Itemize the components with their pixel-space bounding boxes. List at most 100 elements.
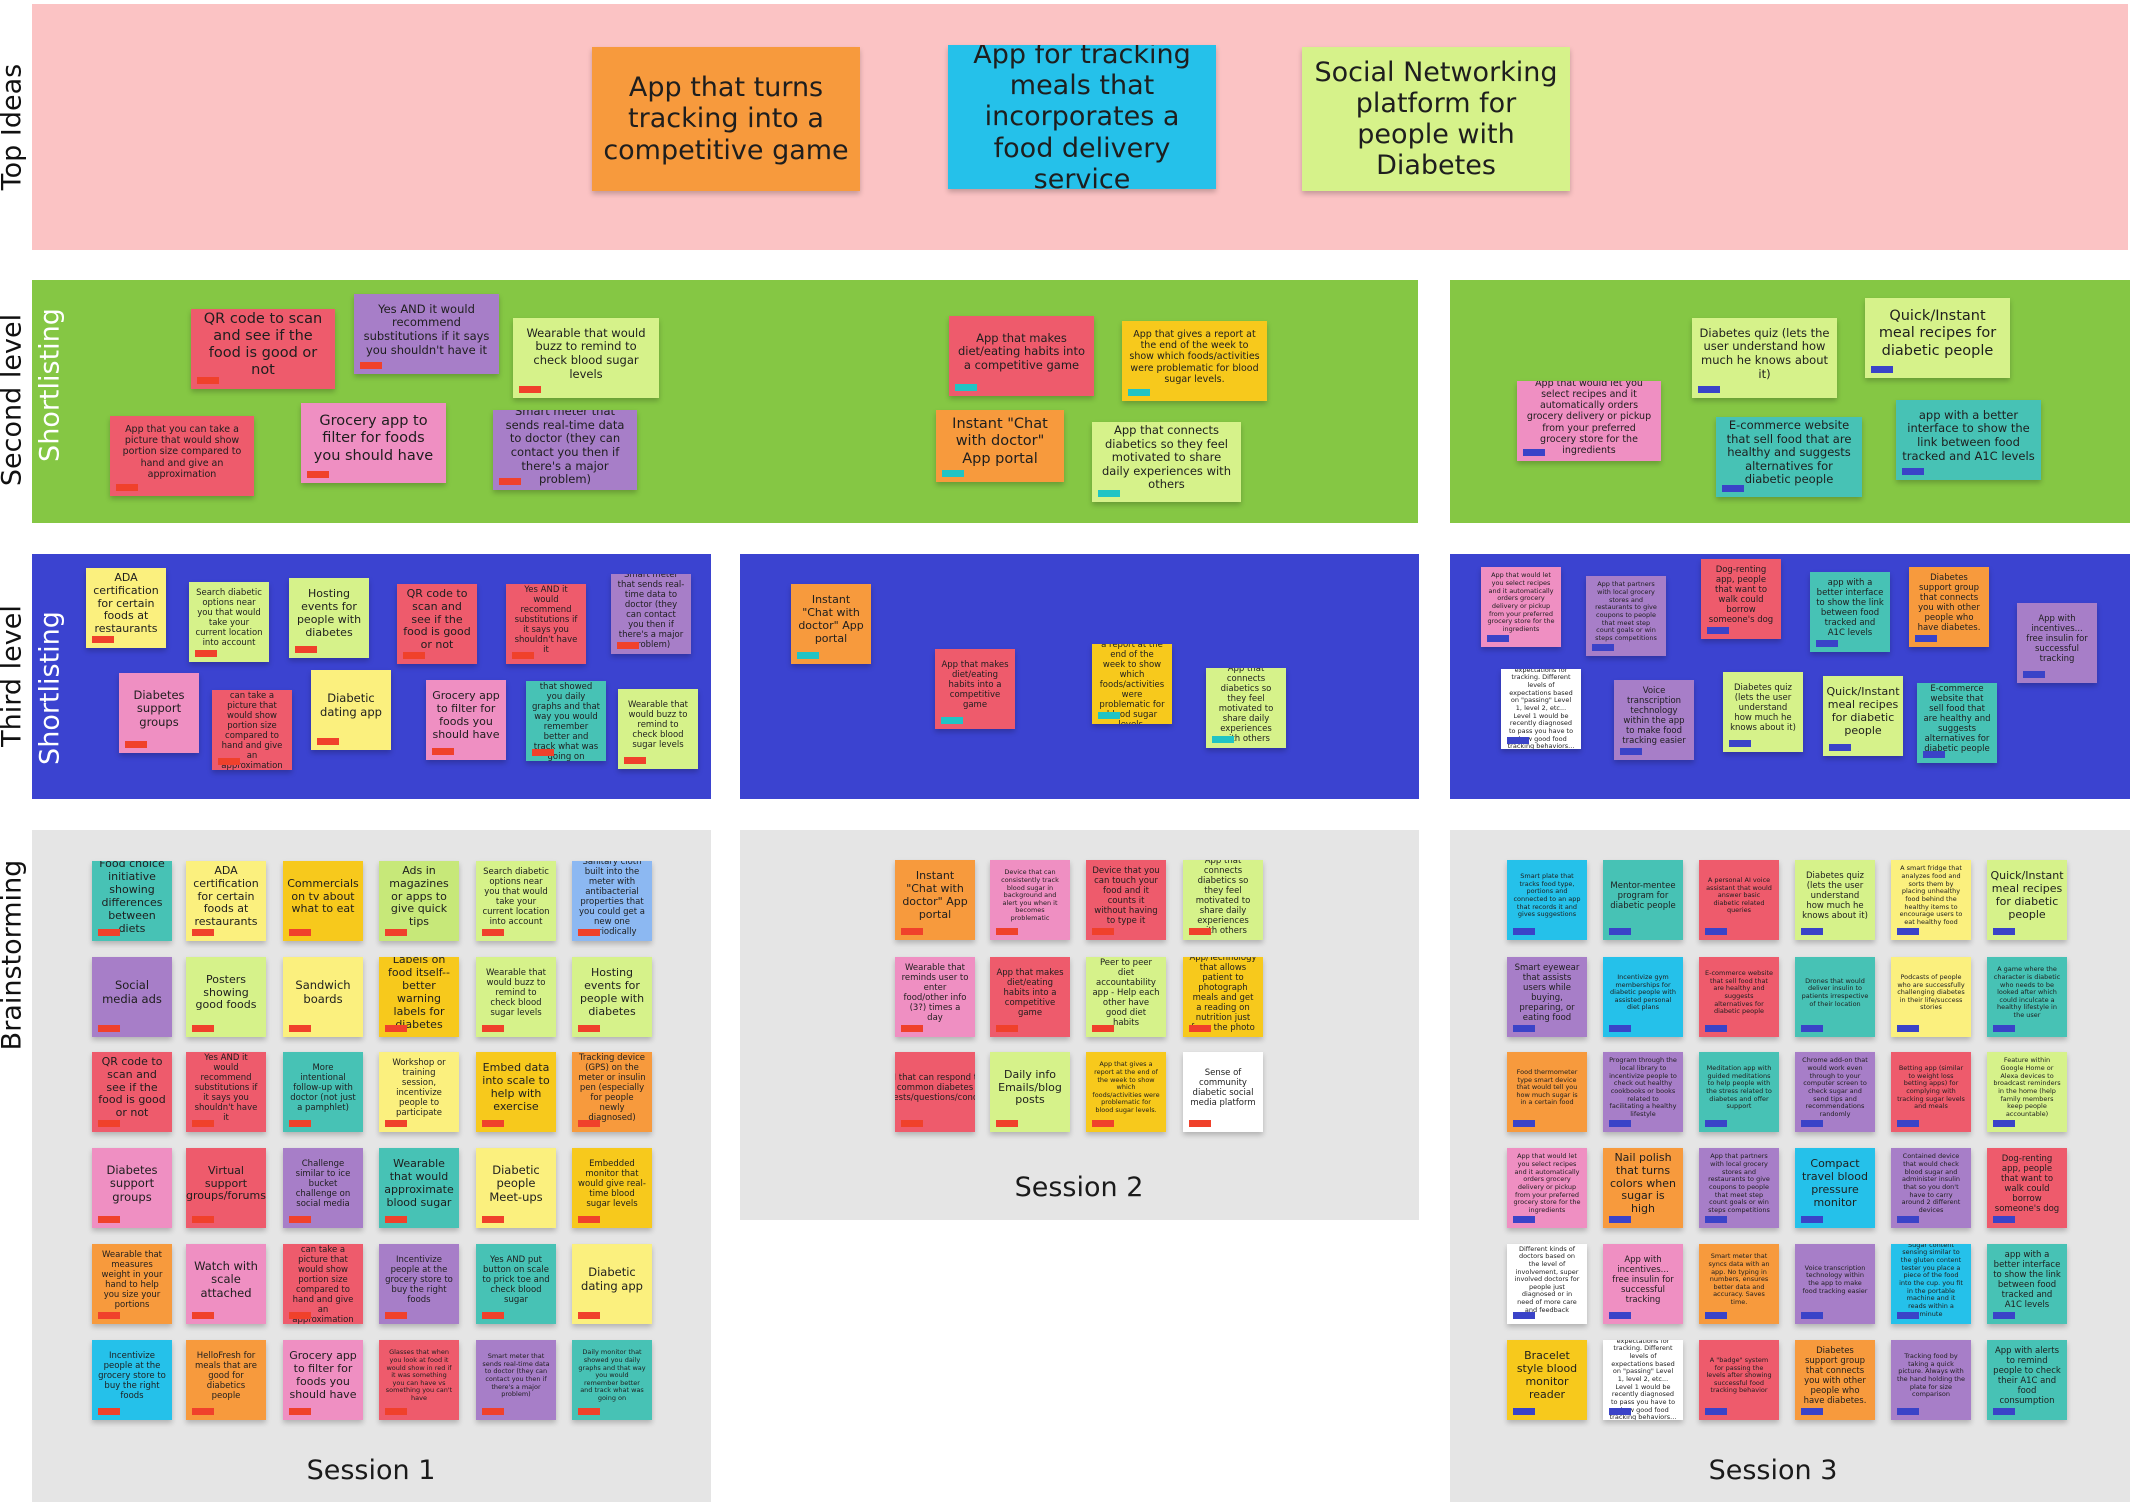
sticky-note-b3[interactable]: Commercials on tv about what to eat bbox=[283, 861, 363, 941]
sticky-note-d16[interactable]: Chrome add-on that would work even throu… bbox=[1795, 1052, 1875, 1132]
sticky-note-d11[interactable]: Podcasts of people who are successfully … bbox=[1891, 957, 1971, 1037]
sticky-note-s7[interactable]: App that makes diet/eating habits into a… bbox=[949, 316, 1094, 396]
sticky-note-h23[interactable]: Scaffolded expectations for tracking. Di… bbox=[1501, 669, 1581, 749]
sticky-note-d25[interactable]: Different kinds of doctors based on the … bbox=[1507, 1244, 1587, 1324]
sticky-note-h19[interactable]: Dog-renting app, people that want to wal… bbox=[1701, 559, 1781, 639]
sticky-note-d8[interactable]: Incentivize gym memberships for diabetic… bbox=[1603, 957, 1683, 1037]
sticky-note-b15[interactable]: More intentional follow-up with doctor (… bbox=[283, 1052, 363, 1132]
sticky-note-h9[interactable]: Diabetic dating app bbox=[311, 670, 391, 750]
sticky-note-d14[interactable]: Program through the local library to inc… bbox=[1603, 1052, 1683, 1132]
sticky-note-h25[interactable]: Diabetes quiz (lets the user understand … bbox=[1723, 672, 1803, 752]
sticky-note-b36[interactable]: Daily monitor that showed you daily grap… bbox=[572, 1340, 652, 1420]
sticky-note-d32[interactable]: Scaffolded expectations for tracking. Di… bbox=[1603, 1340, 1683, 1420]
sticky-note-d26[interactable]: App with incentives... free insulin for … bbox=[1603, 1244, 1683, 1324]
sticky-note-h12[interactable]: Wearable that would buzz to remind to ch… bbox=[618, 689, 698, 769]
sticky-note-b1[interactable]: Food choice initiative showing differenc… bbox=[92, 861, 172, 941]
sticky-note-s12[interactable]: Diabetes quiz (lets the user understand … bbox=[1692, 318, 1837, 398]
sticky-note-h17[interactable]: App that would let you select recipes an… bbox=[1481, 567, 1561, 647]
sticky-note-d31[interactable]: Bracelet style blood monitor reader bbox=[1507, 1340, 1587, 1420]
sticky-note-h14[interactable]: App that makes diet/eating habits into a… bbox=[935, 649, 1015, 729]
sticky-note-d33[interactable]: A "badge" system for passing the levels … bbox=[1699, 1340, 1779, 1420]
sticky-note-s11[interactable]: App that would let you select recipes an… bbox=[1517, 381, 1661, 461]
sticky-note-b14[interactable]: Yes AND it would recommend substitutions… bbox=[186, 1052, 266, 1132]
sticky-note-d6[interactable]: Quick/Instant meal recipes for diabetic … bbox=[1987, 860, 2067, 940]
sticky-note-c2[interactable]: Device that can consistently track blood… bbox=[990, 860, 1070, 940]
sticky-note-c5[interactable]: Wearable that reminds user to enter food… bbox=[895, 957, 975, 1037]
sticky-note-b18[interactable]: Tracking device (GPS) on the meter or in… bbox=[572, 1052, 652, 1132]
sticky-note-b2[interactable]: ADA certification for certain foods at r… bbox=[186, 861, 266, 941]
sticky-note-h27[interactable]: E-commerce website that sell food that a… bbox=[1917, 683, 1997, 763]
sticky-note-h20[interactable]: app with a better interface to show the … bbox=[1810, 572, 1890, 652]
sticky-note-h26[interactable]: Quick/Instant meal recipes for diabetic … bbox=[1823, 676, 1903, 756]
sticky-note-b34[interactable]: Glasses that when you look at food it wo… bbox=[379, 1340, 459, 1420]
sticky-note-h4[interactable]: QR code to scan and see if the food is g… bbox=[397, 584, 477, 664]
sticky-note-b26[interactable]: Watch with scale attached bbox=[186, 1244, 266, 1324]
sticky-note-s4[interactable]: App that you can take a picture that wou… bbox=[110, 416, 254, 496]
sticky-note-t2[interactable]: App for tracking meals that incorporates… bbox=[948, 45, 1216, 189]
sticky-note-c3[interactable]: Device that you can touch your food and … bbox=[1086, 860, 1166, 940]
sticky-note-d15[interactable]: Meditation app with guided meditations t… bbox=[1699, 1052, 1779, 1132]
sticky-note-d27[interactable]: Smart meter that syncs data with an app.… bbox=[1699, 1244, 1779, 1324]
sticky-note-d28[interactable]: Voice transcription technology within th… bbox=[1795, 1244, 1875, 1324]
sticky-note-h7[interactable]: Diabetes support groups bbox=[119, 673, 199, 753]
sticky-note-d1[interactable]: Smart plate that tracks food type, porti… bbox=[1507, 860, 1587, 940]
sticky-note-t3[interactable]: Social Networking platform for people wi… bbox=[1302, 47, 1570, 191]
sticky-note-b13[interactable]: QR code to scan and see if the food is g… bbox=[92, 1052, 172, 1132]
sticky-note-b11[interactable]: Wearable that would buzz to remind to ch… bbox=[476, 957, 556, 1037]
sticky-note-d22[interactable]: Compact travel blood pressure monitor bbox=[1795, 1148, 1875, 1228]
sticky-note-d4[interactable]: Diabetes quiz (lets the user understand … bbox=[1795, 860, 1875, 940]
sticky-note-b25[interactable]: Wearable that measures weight in your ha… bbox=[92, 1244, 172, 1324]
sticky-note-h8[interactable]: App that you can take a picture that wou… bbox=[212, 690, 292, 770]
sticky-note-b28[interactable]: Incentivize people at the grocery store … bbox=[379, 1244, 459, 1324]
sticky-note-d29[interactable]: Sugar content sensing similar to the glu… bbox=[1891, 1244, 1971, 1324]
sticky-note-b19[interactable]: Diabetes support groups bbox=[92, 1148, 172, 1228]
sticky-note-b21[interactable]: Challenge similar to ice bucket challeng… bbox=[283, 1148, 363, 1228]
sticky-note-c6[interactable]: App that makes diet/eating habits into a… bbox=[990, 957, 1070, 1037]
sticky-note-b29[interactable]: Yes AND put button on scale to prick toe… bbox=[476, 1244, 556, 1324]
sticky-note-s10[interactable]: App that connects diabetics so they feel… bbox=[1092, 422, 1241, 502]
sticky-note-b9[interactable]: Sandwich boards bbox=[283, 957, 363, 1037]
sticky-note-b30[interactable]: Diabetic dating app bbox=[572, 1244, 652, 1324]
sticky-note-c1[interactable]: Instant "Chat with doctor" App portal bbox=[895, 860, 975, 940]
sticky-note-h18[interactable]: App that partners with local grocery sto… bbox=[1586, 576, 1666, 656]
sticky-note-b6[interactable]: Sanitary cloth built into the meter with… bbox=[572, 861, 652, 941]
sticky-note-b22[interactable]: Wearable that would approximate blood su… bbox=[379, 1148, 459, 1228]
sticky-note-c11[interactable]: App that gives a report at the end of th… bbox=[1086, 1052, 1166, 1132]
sticky-note-b33[interactable]: Grocery app to filter for foods you shou… bbox=[283, 1340, 363, 1420]
sticky-note-b32[interactable]: HelloFresh for meals that are good for d… bbox=[186, 1340, 266, 1420]
sticky-note-c9[interactable]: AI that can respond to common diabetes r… bbox=[895, 1052, 975, 1132]
sticky-note-d36[interactable]: App with alerts to remind people to chec… bbox=[1987, 1340, 2067, 1420]
sticky-note-h22[interactable]: App with incentives... free insulin for … bbox=[2017, 603, 2097, 683]
sticky-note-d21[interactable]: App that partners with local grocery sto… bbox=[1699, 1148, 1779, 1228]
sticky-note-h21[interactable]: Diabetes support group that connects you… bbox=[1909, 567, 1989, 647]
sticky-note-h6[interactable]: Smart meter that sends real-time data to… bbox=[611, 574, 691, 654]
sticky-note-b10[interactable]: Labels on food itself--better warning la… bbox=[379, 957, 459, 1037]
sticky-note-b20[interactable]: Virtual support groups/forums bbox=[186, 1148, 266, 1228]
sticky-note-d12[interactable]: A game where the character is diabetic w… bbox=[1987, 957, 2067, 1037]
sticky-note-c8[interactable]: App/Technology that allows patient to ph… bbox=[1183, 957, 1263, 1037]
sticky-note-h15[interactable]: App that gives a report at the end of th… bbox=[1092, 644, 1172, 724]
sticky-note-s13[interactable]: Quick/Instant meal recipes for diabetic … bbox=[1865, 298, 2010, 378]
sticky-note-d34[interactable]: Diabetes support group that connects you… bbox=[1795, 1340, 1875, 1420]
sticky-note-d19[interactable]: App that would let you select recipes an… bbox=[1507, 1148, 1587, 1228]
sticky-note-h24[interactable]: Voice transcription technology within th… bbox=[1614, 680, 1694, 760]
sticky-note-c12[interactable]: Sense of community diabetic social media… bbox=[1183, 1052, 1263, 1132]
sticky-note-s1[interactable]: QR code to scan and see if the food is g… bbox=[191, 309, 335, 389]
sticky-note-h3[interactable]: Hosting events for people with diabetes bbox=[289, 578, 369, 658]
sticky-note-d7[interactable]: Smart eyewear that assists users while b… bbox=[1507, 957, 1587, 1037]
sticky-note-d9[interactable]: E-commerce website that sell food that a… bbox=[1699, 957, 1779, 1037]
sticky-note-h13[interactable]: Instant "Chat with doctor" App portal bbox=[791, 584, 871, 664]
sticky-note-s2[interactable]: Yes AND it would recommend substitutions… bbox=[354, 294, 499, 374]
sticky-note-d24[interactable]: Dog-renting app, people that want to wal… bbox=[1987, 1148, 2067, 1228]
sticky-note-c7[interactable]: Peer to peer diet accountability app - H… bbox=[1086, 957, 1166, 1037]
sticky-note-d13[interactable]: Food thermometer type smart device that … bbox=[1507, 1052, 1587, 1132]
sticky-note-b35[interactable]: Smart meter that sends real-time data to… bbox=[476, 1340, 556, 1420]
sticky-note-b31[interactable]: Incentivize people at the grocery store … bbox=[92, 1340, 172, 1420]
sticky-note-b8[interactable]: Posters showing good foods bbox=[186, 957, 266, 1037]
sticky-note-b5[interactable]: Search diabetic options near you that wo… bbox=[476, 861, 556, 941]
sticky-note-b16[interactable]: Workshop or training session, incentiviz… bbox=[379, 1052, 459, 1132]
sticky-note-d2[interactable]: Mentor-mentee program for diabetic peopl… bbox=[1603, 860, 1683, 940]
sticky-note-d18[interactable]: Feature within Google Home or Alexa devi… bbox=[1987, 1052, 2067, 1132]
sticky-note-d5[interactable]: A smart fridge that analyzes food and so… bbox=[1891, 860, 1971, 940]
sticky-note-c4[interactable]: App that connects diabetics so they feel… bbox=[1183, 860, 1263, 940]
